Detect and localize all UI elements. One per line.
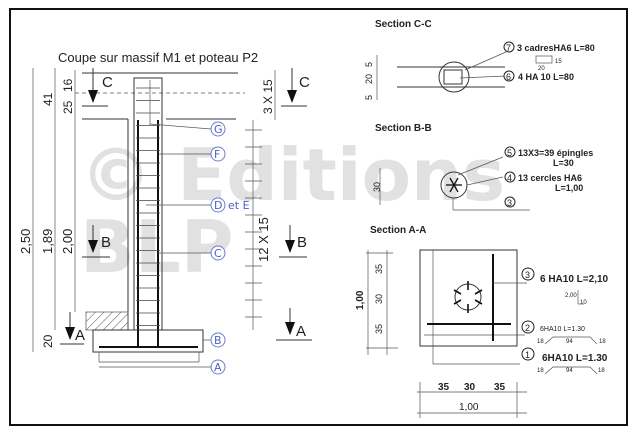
svg-text:D: D	[214, 199, 222, 212]
svg-text:35: 35	[374, 324, 384, 334]
svg-text:2: 2	[525, 323, 530, 333]
callout-a: A	[99, 359, 226, 375]
watermark-line1: © Editions	[80, 133, 505, 217]
svg-text:15: 15	[555, 59, 562, 65]
svg-text:C: C	[102, 74, 113, 91]
dim-1-89: 1,89	[40, 229, 55, 254]
svg-text:1,00: 1,00	[459, 402, 479, 413]
dim-16: 16	[61, 78, 75, 92]
svg-text:3: 3	[525, 270, 530, 280]
svg-text:20: 20	[538, 66, 545, 72]
svg-text:13X3=39 épingles: 13X3=39 épingles	[518, 148, 593, 158]
watermark-line2: BLP	[80, 205, 234, 289]
svg-text:L=30: L=30	[553, 158, 574, 168]
section-mark-b-right: B	[279, 225, 307, 258]
svg-text:18: 18	[599, 339, 606, 345]
svg-text:20: 20	[364, 74, 374, 84]
svg-text:G: G	[214, 123, 223, 136]
callout-c: C	[158, 245, 226, 261]
section-aa-title: Section A-A	[370, 225, 426, 236]
svg-text:94: 94	[566, 368, 573, 374]
section-mark-a-left: A	[60, 312, 85, 345]
svg-text:1: 1	[525, 350, 530, 360]
svg-text:30: 30	[372, 182, 382, 192]
svg-text:F: F	[214, 148, 220, 161]
svg-text:1,00: 1,00	[355, 290, 366, 310]
section-mark-c-left: C	[82, 68, 113, 107]
svg-text:5: 5	[364, 62, 374, 67]
svg-text:6: 6	[506, 72, 511, 82]
dim-3x15: 3 X 15	[261, 79, 275, 114]
svg-text:2,00: 2,00	[565, 293, 577, 299]
section-cc-title: Section C-C	[375, 19, 432, 30]
dim-41: 41	[41, 92, 55, 106]
section-cc: Section C-C 5 20 5 7 3 cadresHA6 L=80 15…	[364, 19, 595, 100]
svg-text:C: C	[299, 74, 310, 91]
callout-f: F	[158, 146, 226, 162]
svg-text:A: A	[214, 361, 222, 374]
elevation-view: Coupe sur massif M1 et poteau P2 41 25 1…	[18, 50, 312, 375]
svg-text:94: 94	[566, 339, 573, 345]
svg-text:18: 18	[598, 368, 605, 374]
section-mark-b-left: B	[82, 225, 111, 258]
svg-text:B: B	[297, 234, 307, 251]
svg-text:4: 4	[507, 173, 512, 183]
dim-12x15: 12 X 15	[256, 217, 271, 262]
svg-text:18: 18	[537, 368, 544, 374]
svg-text:35: 35	[494, 382, 506, 393]
dim-25: 25	[61, 100, 75, 114]
svg-text:30: 30	[374, 294, 384, 304]
dim-20: 20	[41, 334, 55, 348]
svg-text:5: 5	[507, 148, 512, 158]
svg-text:35: 35	[438, 382, 450, 393]
drawing-frame	[9, 8, 628, 426]
section-aa: Section A-A 1,00 35 30 35 35 30 35 1,00 …	[355, 225, 609, 418]
svg-text:3: 3	[507, 198, 512, 208]
svg-text:5: 5	[364, 95, 374, 100]
dim-2-00: 2,00	[60, 229, 75, 254]
svg-text:et E: et E	[228, 199, 250, 212]
elevation-title: Coupe sur massif M1 et poteau P2	[58, 50, 258, 65]
section-mark-c-right: C	[281, 68, 310, 107]
svg-text:C: C	[214, 247, 222, 260]
svg-text:6 HA10 L=2,10: 6 HA10 L=2,10	[540, 274, 609, 285]
svg-text:4 HA 10 L=80: 4 HA 10 L=80	[518, 72, 574, 82]
svg-text:A: A	[296, 323, 306, 340]
svg-text:3 cadresHA6 L=80: 3 cadresHA6 L=80	[517, 43, 595, 53]
svg-text:L=1,00: L=1,00	[555, 183, 583, 193]
section-bb: Section B-B 30 5 13X3=39 épingles L=30 4…	[372, 123, 593, 211]
svg-text:7: 7	[506, 43, 511, 53]
svg-text:13 cercles HA6: 13 cercles HA6	[518, 173, 582, 183]
section-mark-a-right: A	[276, 308, 312, 341]
callout-b: B	[203, 332, 226, 348]
callout-g: G	[149, 121, 226, 137]
section-bb-title: Section B-B	[375, 123, 432, 134]
svg-text:A: A	[75, 327, 85, 344]
svg-text:18: 18	[537, 339, 544, 345]
svg-text:6HA10 L=1.30: 6HA10 L=1.30	[542, 353, 608, 364]
svg-text:30: 30	[464, 382, 476, 393]
svg-text:B: B	[101, 234, 111, 251]
svg-text:10: 10	[580, 300, 587, 306]
svg-text:6HA10 L=1.30: 6HA10 L=1.30	[540, 326, 585, 333]
svg-text:B: B	[214, 334, 222, 347]
svg-text:35: 35	[374, 264, 384, 274]
dim-2-50: 2,50	[18, 229, 33, 254]
